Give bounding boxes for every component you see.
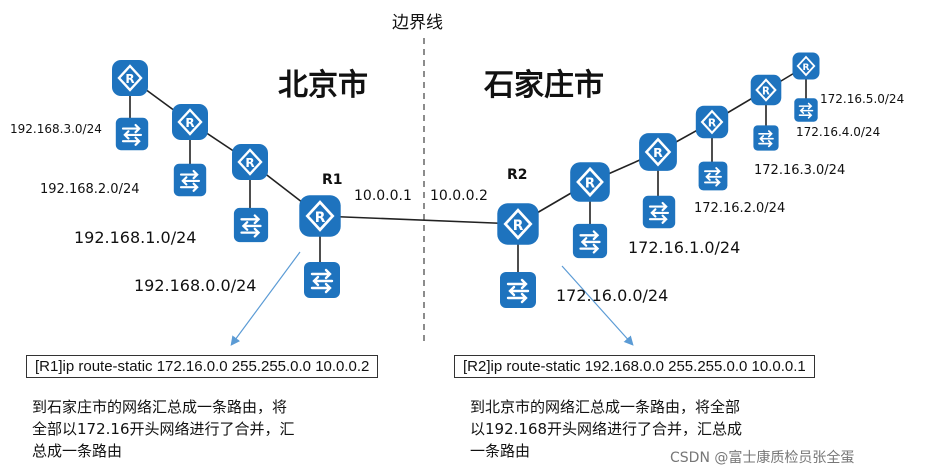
router-r1-label: R1 <box>322 172 343 188</box>
router-icon[interactable] <box>230 142 270 182</box>
router-icon[interactable] <box>568 160 612 204</box>
callout-arrow-r2 <box>561 265 634 346</box>
watermark: CSDN @富士康质检员张全蛋 <box>670 450 855 466</box>
right-note-line: 一条路由 <box>470 442 531 460</box>
switch-icon[interactable] <box>498 270 538 310</box>
router-r2-icon[interactable] <box>495 201 541 247</box>
region-left-label: 北京市 <box>278 68 368 103</box>
network-label: 172.16.5.0/24 <box>820 92 905 106</box>
left-note: 到石家庄市的网络汇总成一条路由，将 全部以172.16开头网络进行了合并，汇 总… <box>32 396 295 462</box>
router-icon[interactable] <box>694 104 730 140</box>
switch-icon[interactable] <box>641 194 677 230</box>
switch-icon[interactable] <box>232 206 270 244</box>
r1-command-box: [R1]ip route-static 172.16.0.0 255.255.0… <box>26 355 379 378</box>
network-label: 192.168.3.0/24 <box>10 122 102 136</box>
right-note: 到北京市的网络汇总成一条路由，将全部 以192.168开头网络进行了合并，汇总成… <box>470 396 742 462</box>
switch-icon[interactable] <box>793 97 819 123</box>
right-note-line: 以192.168开头网络进行了合并，汇总成 <box>470 420 743 438</box>
switch-icon[interactable] <box>752 124 780 152</box>
router-icon[interactable] <box>749 73 783 107</box>
switch-icon[interactable] <box>172 162 208 198</box>
network-label: 172.16.0.0/24 <box>556 286 669 305</box>
network-label: 192.168.0.0/24 <box>134 276 257 295</box>
region-right-label: 石家庄市 <box>484 68 604 103</box>
router-r1-icon[interactable] <box>297 193 343 239</box>
left-note-line: 总成一条路由 <box>32 442 123 460</box>
router-icon[interactable] <box>110 58 150 98</box>
switch-icon[interactable] <box>302 260 342 300</box>
network-label: 172.16.4.0/24 <box>796 125 881 139</box>
switch-icon[interactable] <box>571 222 609 260</box>
border-label: 边界线 <box>392 13 443 33</box>
router-icon[interactable] <box>170 102 210 142</box>
left-note-line: 全部以172.16开头网络进行了合并，汇 <box>32 420 295 438</box>
network-label: 172.16.1.0/24 <box>628 238 741 257</box>
network-label: 172.16.3.0/24 <box>754 163 846 178</box>
r2-command-box: [R2]ip route-static 192.168.0.0 255.255.… <box>454 355 815 378</box>
switch-icon[interactable] <box>114 116 150 152</box>
r2-ip-label: 10.0.0.2 <box>430 188 488 204</box>
switch-icon[interactable] <box>697 160 729 192</box>
network-label: 192.168.2.0/24 <box>40 182 140 197</box>
callout-arrow-r1 <box>230 251 301 346</box>
router-icon[interactable] <box>637 131 679 173</box>
right-note-line: 到北京市的网络汇总成一条路由，将全部 <box>470 398 741 416</box>
router-r2-label: R2 <box>507 167 528 183</box>
router-icon[interactable] <box>791 51 821 81</box>
left-note-line: 到石家庄市的网络汇总成一条路由，将 <box>32 398 288 416</box>
network-label: 172.16.2.0/24 <box>694 201 786 216</box>
network-label: 192.168.1.0/24 <box>74 228 197 247</box>
r1-ip-label: 10.0.0.1 <box>354 188 412 204</box>
